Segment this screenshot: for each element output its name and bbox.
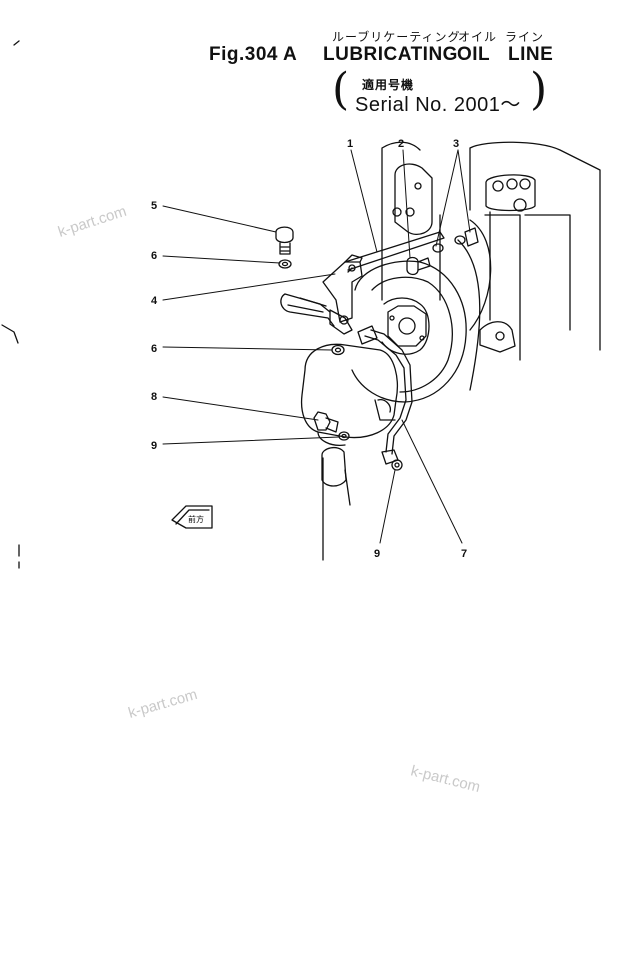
callout-1: 1: [347, 138, 353, 150]
callout-8: 8: [151, 391, 157, 403]
callout-4: 4: [151, 295, 158, 307]
bolt-part-5: [275, 226, 294, 255]
callout-6-top: 6: [151, 250, 157, 262]
jp-title-oil: オイル: [458, 30, 498, 44]
jp-title-line: ライン: [505, 30, 545, 44]
title-line: LINE: [508, 44, 554, 65]
bracket-part-4: [322, 254, 363, 323]
callout-3: 3: [453, 138, 459, 150]
callout-7: 7: [461, 548, 467, 560]
callout-9-bottom: 9: [374, 548, 380, 560]
title-oil: OIL: [457, 44, 491, 65]
watermark: k-part.com: [126, 686, 199, 722]
turbocharger: [300, 260, 467, 561]
washer-part-3-a: [432, 243, 444, 253]
washer-part-9-right: [391, 459, 403, 471]
figure-number: Fig.304 A: [209, 44, 298, 65]
oil-line-part-7: [357, 325, 413, 465]
watermarks: k-part.com k-part.com k-part.com: [56, 203, 482, 796]
leader-lines: [162, 149, 471, 544]
engine-block: [381, 141, 601, 391]
jp-title-lubricating: ルーブリケーティング: [332, 30, 461, 44]
front-arrow-label: 前方: [188, 514, 204, 524]
title-lubricating: LUBRICATING: [323, 44, 458, 65]
serial-jp-label: 適用号機: [362, 78, 415, 92]
washer-part-9-left: [338, 431, 350, 441]
nut-part-3: [464, 227, 479, 247]
serial-number-range: Serial No. 2001～: [355, 94, 521, 116]
oil-line-part-1: [280, 231, 445, 335]
serial-close-paren: ): [530, 64, 548, 115]
callout-5: 5: [151, 200, 157, 212]
callout-9-left: 9: [151, 440, 157, 452]
watermark: k-part.com: [56, 203, 129, 241]
bolt-part-8: [313, 411, 339, 433]
margin-mark: [1, 324, 19, 344]
washer-part-6-lower: [331, 344, 345, 356]
front-direction-arrow: [171, 505, 213, 529]
callout-6-lower: 6: [151, 343, 157, 355]
serial-open-paren: (: [332, 64, 350, 115]
callout-2: 2: [398, 138, 404, 150]
washer-part-3-b: [454, 235, 466, 245]
callout-labels: 1 2 3 4 5 6 6 7 8 9 9: [151, 138, 467, 560]
margin-tick: [13, 40, 20, 46]
bolt-part-2: [406, 256, 431, 276]
watermark: k-part.com: [409, 762, 482, 796]
washer-part-6-top: [278, 259, 292, 269]
